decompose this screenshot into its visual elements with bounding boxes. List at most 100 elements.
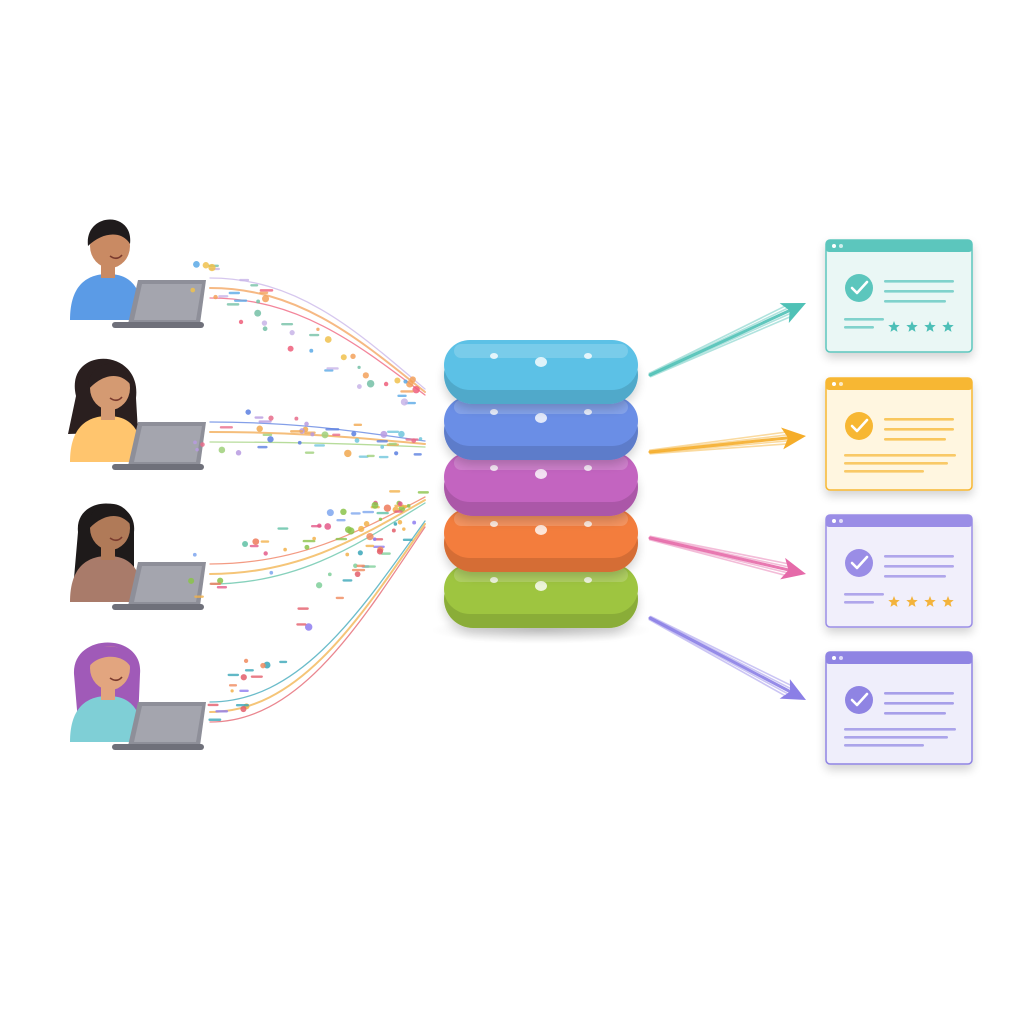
text-line	[884, 702, 954, 705]
data-dot	[245, 409, 251, 415]
data-dash	[304, 451, 315, 454]
arrow-shaft	[649, 535, 791, 565]
laptop-lid-icon	[134, 566, 202, 602]
layer-light-icon	[584, 521, 592, 527]
data-dash	[239, 689, 249, 693]
text-line	[844, 728, 956, 731]
data-dot	[193, 260, 200, 268]
text-line	[884, 428, 954, 431]
window-dot-icon	[839, 519, 843, 523]
checkmark-icon	[850, 692, 869, 707]
data-dot	[412, 520, 417, 525]
data-dash	[262, 433, 273, 437]
data-dash	[402, 538, 413, 542]
data-dash	[194, 595, 204, 598]
data-dot	[354, 438, 360, 443]
data-dash	[326, 367, 339, 370]
data-dot	[235, 450, 242, 456]
data-dash	[376, 440, 388, 443]
text-line	[844, 601, 874, 604]
check-badge-icon	[845, 274, 873, 302]
text-line	[884, 565, 954, 568]
data-dot	[358, 525, 365, 533]
data-dash	[397, 394, 407, 398]
data-dot	[263, 551, 268, 556]
window-dot-icon	[839, 382, 843, 386]
data-dot	[324, 336, 332, 343]
data-dash	[351, 568, 366, 572]
user-4	[70, 642, 206, 750]
data-dot	[393, 522, 398, 526]
data-dash	[259, 291, 269, 295]
data-dash	[249, 544, 259, 548]
layer-light-icon	[490, 521, 498, 527]
text-line	[884, 555, 954, 558]
data-dot	[383, 381, 389, 387]
data-dot	[283, 547, 287, 552]
data-dash	[228, 684, 238, 687]
text-line	[844, 470, 924, 473]
layer-light-icon	[490, 353, 498, 359]
laptop-base-icon	[112, 464, 204, 470]
data-dash	[335, 596, 345, 600]
data-dot	[383, 504, 392, 512]
arrow-shaft	[649, 431, 789, 452]
data-dash	[309, 333, 320, 337]
data-dash	[362, 565, 376, 568]
data-dash	[260, 540, 270, 543]
data-dot	[400, 398, 409, 406]
data-dot	[309, 348, 314, 353]
data-dot	[261, 320, 268, 326]
data-dash	[353, 423, 363, 427]
check-badge-icon	[845, 412, 873, 440]
data-dash	[207, 703, 219, 707]
data-dot	[304, 544, 310, 550]
data-dash	[226, 303, 240, 306]
data-dot	[297, 440, 302, 445]
laptop-lid-icon	[134, 706, 202, 742]
data-dot	[312, 536, 316, 541]
arrow-head	[781, 427, 806, 450]
data-dash	[219, 426, 233, 429]
data-dot	[260, 662, 266, 669]
data-dot	[256, 425, 263, 432]
data-dot	[340, 508, 347, 516]
data-dot	[242, 541, 249, 548]
data-dot	[188, 577, 195, 584]
layer-light-icon	[535, 581, 547, 591]
stream-line	[209, 523, 426, 713]
data-dot	[262, 326, 268, 332]
data-dot	[243, 658, 249, 663]
layer-light-icon	[535, 413, 547, 423]
data-dot	[208, 263, 216, 272]
stream-line	[209, 297, 426, 396]
data-dash	[310, 525, 322, 528]
data-dash	[208, 718, 222, 721]
data-dot	[345, 552, 350, 557]
window-dot-icon	[832, 244, 836, 248]
data-dash	[290, 430, 304, 433]
data-dot	[406, 380, 414, 388]
arrow-head	[779, 303, 806, 324]
torso-icon	[70, 416, 144, 462]
data-dot	[380, 445, 385, 449]
data-dash	[297, 607, 309, 610]
data-dot	[406, 503, 411, 508]
arrow-shaft	[648, 436, 790, 454]
data-dash	[386, 430, 400, 434]
data-dash	[235, 704, 249, 707]
data-dash	[258, 420, 272, 423]
torso-icon	[70, 696, 144, 742]
layer-light-icon	[584, 465, 592, 471]
data-dot	[217, 577, 224, 584]
data-dash	[380, 552, 391, 555]
output-card-2	[825, 377, 973, 491]
data-dash	[239, 278, 250, 282]
layer-light-icon	[584, 409, 592, 415]
window-dot-icon	[832, 656, 836, 660]
card-titlebar	[826, 652, 972, 664]
stream-line	[209, 526, 426, 723]
check-badge-icon	[845, 686, 873, 714]
data-dot	[240, 706, 247, 713]
